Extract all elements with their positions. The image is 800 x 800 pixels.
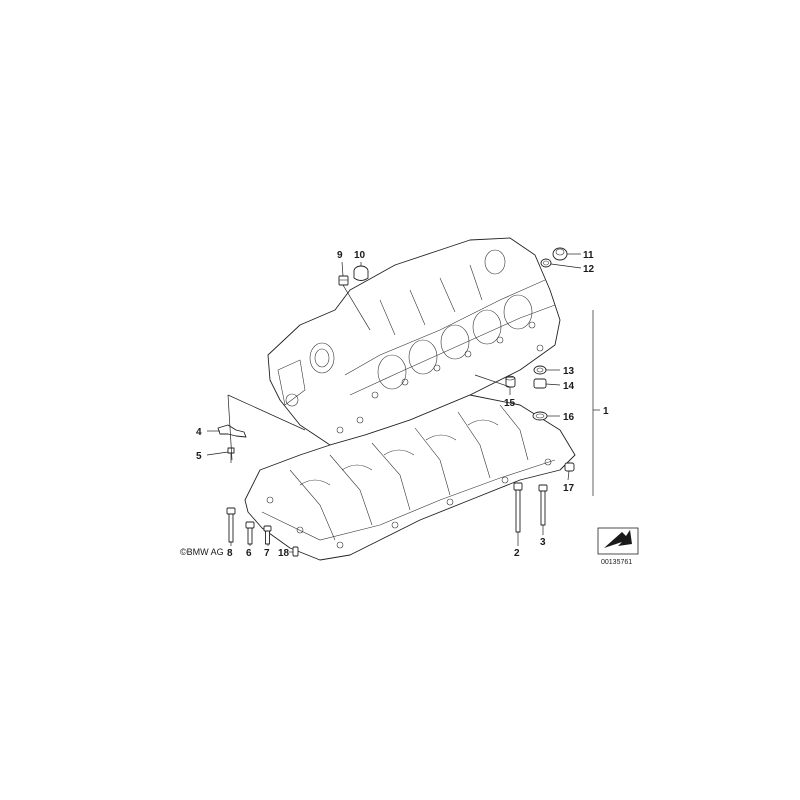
callout-1: 1 xyxy=(603,406,609,417)
part-2-bolt xyxy=(513,482,523,533)
reference-number: 00135761 xyxy=(601,559,632,566)
callout-7: 7 xyxy=(264,548,270,559)
callout-13: 13 xyxy=(563,366,575,377)
callout-15: 15 xyxy=(504,398,516,409)
part-13-ring xyxy=(533,365,547,375)
callout-11: 11 xyxy=(583,250,594,261)
part-12-ring xyxy=(540,258,552,268)
callout-9: 9 xyxy=(337,250,343,261)
callout-8: 8 xyxy=(227,548,233,559)
engine-block xyxy=(267,237,561,446)
leader-lines xyxy=(206,253,600,553)
part-7-stud xyxy=(263,525,272,545)
callout-16: 16 xyxy=(563,412,575,423)
part-18-dowel xyxy=(292,546,299,557)
part-8-bolt xyxy=(226,507,236,543)
callout-18: 18 xyxy=(278,548,290,559)
part-14-plug xyxy=(533,378,547,389)
part-11-cap xyxy=(552,247,568,261)
callout-2: 2 xyxy=(514,548,520,559)
reference-arrow-icon xyxy=(597,527,639,555)
crankcase-bedplate xyxy=(244,394,576,561)
part-9-plug xyxy=(338,275,349,286)
part-3-bolt xyxy=(538,484,548,526)
callout-10: 10 xyxy=(354,250,366,261)
callout-3: 3 xyxy=(540,537,546,548)
part-4-bracket xyxy=(217,424,247,438)
callout-labels: 9 10 11 12 13 14 15 16 17 1 4 5 8 6 7 18… xyxy=(196,250,609,559)
copyright-text: ©BMW AG xyxy=(180,547,224,557)
callout-12: 12 xyxy=(583,264,595,275)
callout-4: 4 xyxy=(196,427,202,438)
part-15-sleeve xyxy=(505,375,516,388)
callout-14: 14 xyxy=(563,381,575,392)
callout-17: 17 xyxy=(563,483,575,494)
callout-6: 6 xyxy=(246,548,252,559)
part-10-plug xyxy=(353,265,369,281)
part-17-plug xyxy=(564,462,575,472)
part-16-oring xyxy=(532,411,548,421)
part-6-bolt xyxy=(245,521,255,545)
part-5-bolt xyxy=(227,447,235,463)
callout-5: 5 xyxy=(196,451,202,462)
